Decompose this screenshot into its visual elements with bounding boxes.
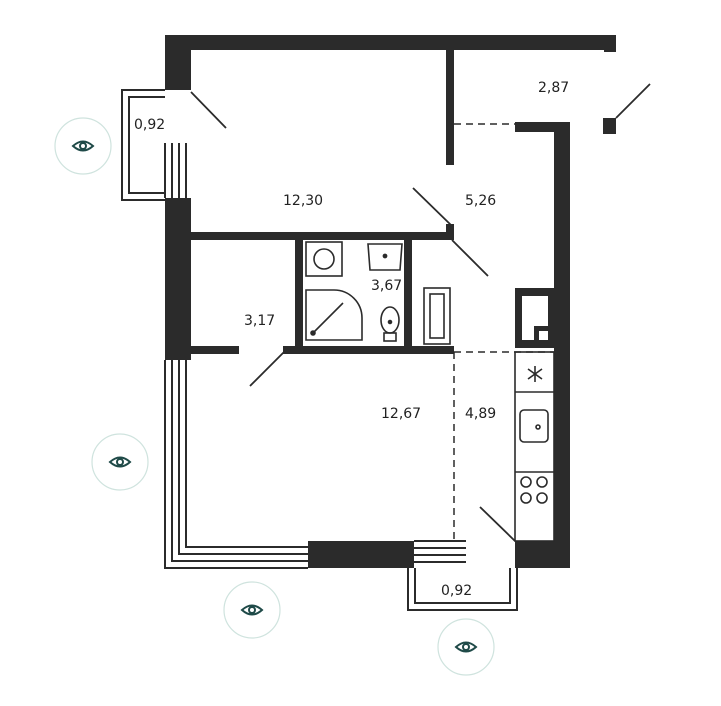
- door-kitchen-balcony: [479, 506, 516, 542]
- view-marker-2[interactable]: [91, 433, 149, 491]
- area-label-room-12-30: 12,30: [283, 193, 323, 209]
- area-label-kitchen-4-89: 4,89: [465, 406, 496, 422]
- eye-icon: [108, 456, 132, 468]
- stove: [520, 476, 548, 504]
- eye-icon: [454, 641, 478, 653]
- fridge-icon: [527, 366, 543, 382]
- view-marker-4[interactable]: [437, 618, 495, 676]
- area-labels: 12,30 5,26 2,87 3,67 3,17 12,67 4,89 0,9…: [134, 80, 569, 599]
- wall-left-upper: [165, 35, 191, 90]
- door-closet: [249, 351, 285, 387]
- area-label-balcony-bottom: 0,92: [441, 583, 472, 599]
- area-label-hall-5-26: 5,26: [465, 193, 496, 209]
- area-label-balcony-top: 0,92: [134, 117, 165, 133]
- bath-cabinet: [423, 287, 451, 345]
- wall-bottom-right: [515, 541, 570, 568]
- window-left-upper: [164, 143, 187, 198]
- door-hall: [412, 187, 453, 227]
- wall-top-right-stub: [604, 35, 616, 52]
- balcony-bottom-outline: [407, 568, 518, 611]
- walls: [165, 35, 616, 568]
- window-bottom-right: [414, 540, 466, 563]
- wall-bath-bottom: [283, 346, 454, 354]
- view-marker-3[interactable]: [223, 581, 281, 639]
- wall-mid-horizontal: [191, 232, 454, 240]
- wall-mid-stub: [446, 224, 454, 240]
- zone-dividers: [453, 123, 554, 541]
- washing-machine: [305, 241, 343, 277]
- wall-left-mid: [165, 198, 191, 360]
- area-label-closet-3-17: 3,17: [244, 313, 275, 329]
- bathroom-fixtures: [305, 241, 451, 345]
- eye-icon: [71, 140, 95, 152]
- wall-top: [165, 35, 615, 50]
- wall-partition-top: [446, 35, 454, 165]
- eye-icon: [240, 604, 264, 616]
- view-marker-1[interactable]: [54, 117, 112, 175]
- doors: [190, 83, 651, 542]
- duct-inner-box-hole: [539, 331, 548, 340]
- window-left-lower: [164, 360, 308, 569]
- door-room-balcony: [190, 91, 227, 129]
- wall-bottom-mid: [308, 541, 414, 568]
- door-bath: [451, 239, 489, 277]
- toilet: [380, 306, 400, 342]
- wall-storage-bottom: [515, 122, 570, 132]
- kitchen-sink: [519, 409, 549, 443]
- wall-bath-left: [295, 232, 303, 354]
- kitchen-unit: [514, 351, 555, 542]
- wall-bath-right: [404, 240, 412, 354]
- wall-right: [554, 122, 570, 568]
- windows: [121, 89, 518, 611]
- wall-closet-bottom: [191, 346, 239, 354]
- shower: [305, 289, 363, 341]
- sink: [367, 243, 403, 271]
- area-label-bathroom-3-67: 3,67: [371, 278, 402, 294]
- area-label-living-12-67: 12,67: [381, 406, 421, 422]
- balcony-top-outline: [121, 89, 165, 201]
- area-label-storage-2-87: 2,87: [538, 80, 569, 96]
- wall-storage-stub: [603, 118, 616, 134]
- door-storage: [615, 83, 651, 119]
